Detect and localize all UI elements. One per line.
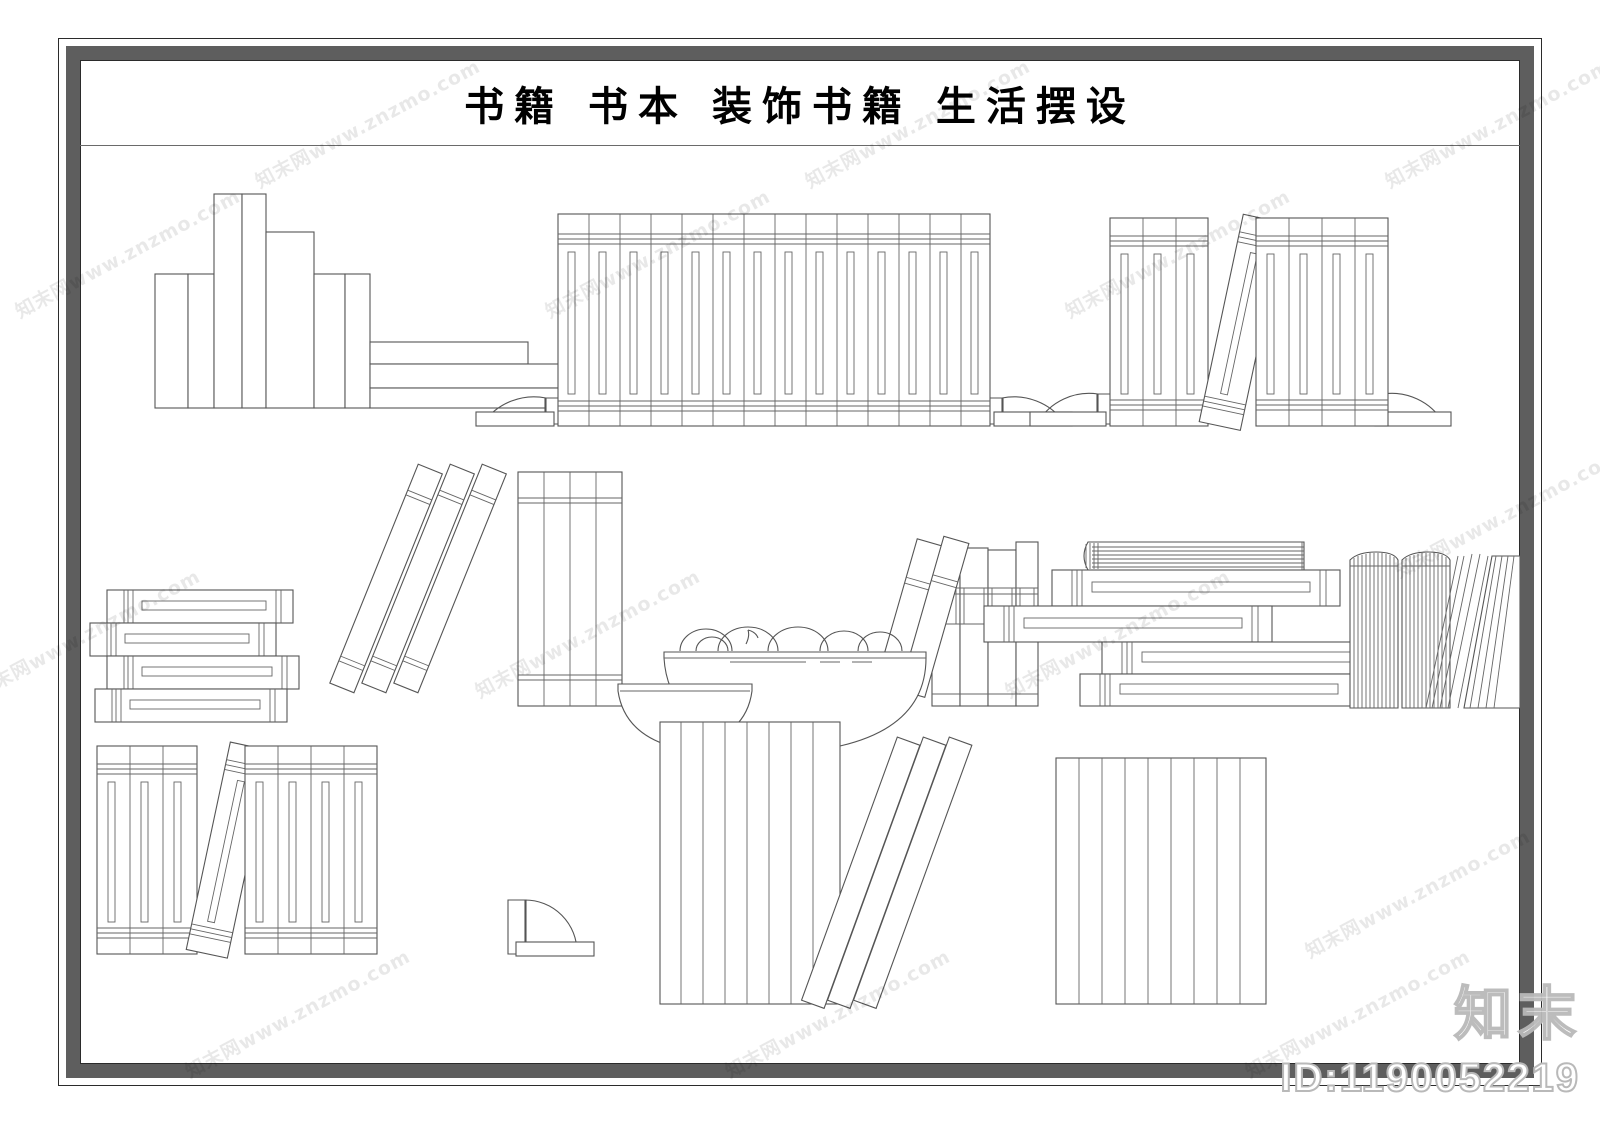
figure-fruit-bowl-books: [617, 535, 1039, 747]
drawing-id-label: ID:1190052219: [1279, 1055, 1580, 1101]
figure-page-edge-books: [1349, 551, 1520, 709]
figure-books-tilted-bookends: [1029, 213, 1452, 431]
figure-books-tilted-bookend-right: [96, 741, 595, 959]
figure-horizontal-stack-4: [89, 589, 300, 723]
title-bar: 书籍 书本 装饰书籍 生活摆设: [80, 60, 1520, 146]
drawing-sheet: .ln{fill:#ffffff;stroke:#555555;stroke-w…: [80, 146, 1520, 1064]
figure-plain-book-block: [1055, 757, 1267, 1005]
figure-plain-books-leaning: [659, 721, 973, 1010]
page-title: 书籍 书本 装饰书籍 生活摆设: [464, 83, 1136, 130]
figure-horizontal-stack-5: [983, 541, 1391, 707]
cad-linework: .ln{fill:#ffffff;stroke:#555555;stroke-w…: [89, 193, 1520, 1010]
figure-long-book-row: [475, 213, 1073, 427]
figure-leaning-and-upright: [329, 463, 623, 707]
figure-upright-stepped-books: [154, 193, 567, 409]
brand-logo: 知末: [1453, 979, 1582, 1049]
